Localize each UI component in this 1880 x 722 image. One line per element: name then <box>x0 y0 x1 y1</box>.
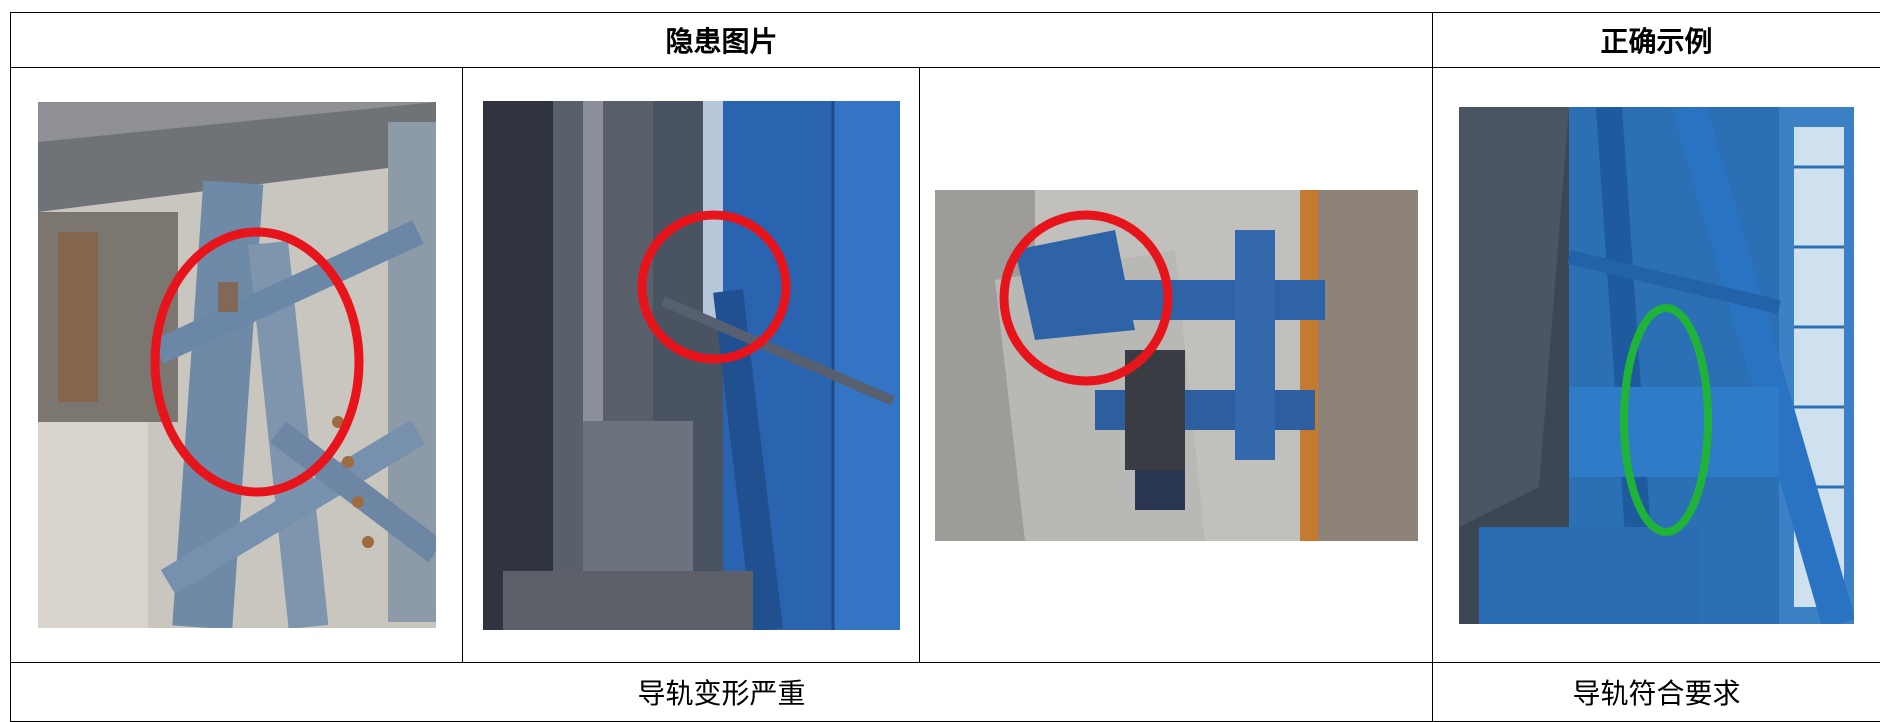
hazard-photo-cell-2 <box>463 68 920 663</box>
hazard-photo-cell-1 <box>11 68 463 663</box>
hazard-comparison-table: 隐患图片 正确示例 <box>10 12 1880 722</box>
hazard-photo-2 <box>483 101 900 630</box>
hazard-photo-3 <box>935 190 1418 541</box>
correct-photo-cell <box>1433 68 1880 663</box>
hazard-photo-1 <box>38 102 436 628</box>
hazard-caption: 导轨变形严重 <box>11 663 1433 722</box>
hazard-images-header: 隐患图片 <box>11 13 1433 68</box>
correct-example-header: 正确示例 <box>1433 13 1880 68</box>
hazard-photo-cell-3 <box>920 68 1433 663</box>
correct-photo <box>1459 107 1854 624</box>
correct-caption: 导轨符合要求 <box>1433 663 1880 722</box>
